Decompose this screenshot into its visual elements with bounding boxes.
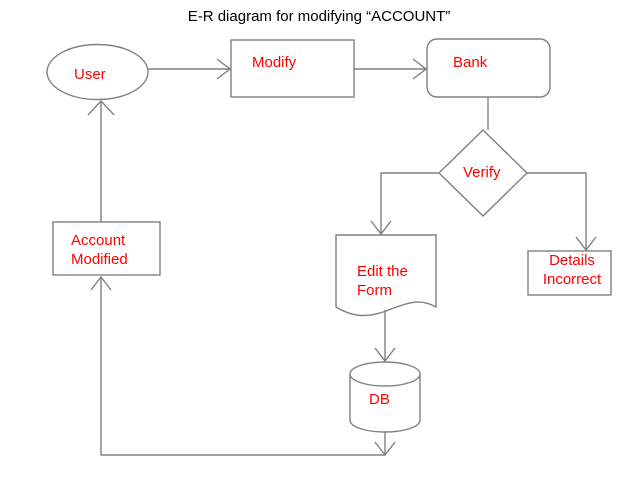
node-db-shape[interactable] [349, 361, 421, 433]
node-bank-shape[interactable] [426, 38, 551, 98]
page-title: E-R diagram for modifying “ACCOUNT” [187, 8, 451, 25]
node-details-incorrect-shape[interactable] [527, 250, 612, 296]
node-modify-shape[interactable] [230, 39, 355, 98]
edge-bottom-bus-to-account-modified [90, 275, 385, 456]
edge-user-to-modify [148, 58, 232, 80]
edge-verify-to-details-incorrect [527, 172, 597, 252]
node-account-modified-shape[interactable] [52, 221, 161, 276]
node-verify-shape[interactable] [437, 129, 529, 217]
edge-account-modified-to-user [87, 99, 115, 222]
node-user-shape[interactable] [46, 43, 149, 101]
node-edit-the-form-shape[interactable] [335, 234, 437, 317]
edge-edit-the-form-to-db [374, 310, 396, 363]
edge-modify-to-bank [354, 58, 428, 80]
edge-verify-to-edit-the-form [370, 172, 439, 236]
edge-db-to-bottom-bus [374, 432, 396, 457]
